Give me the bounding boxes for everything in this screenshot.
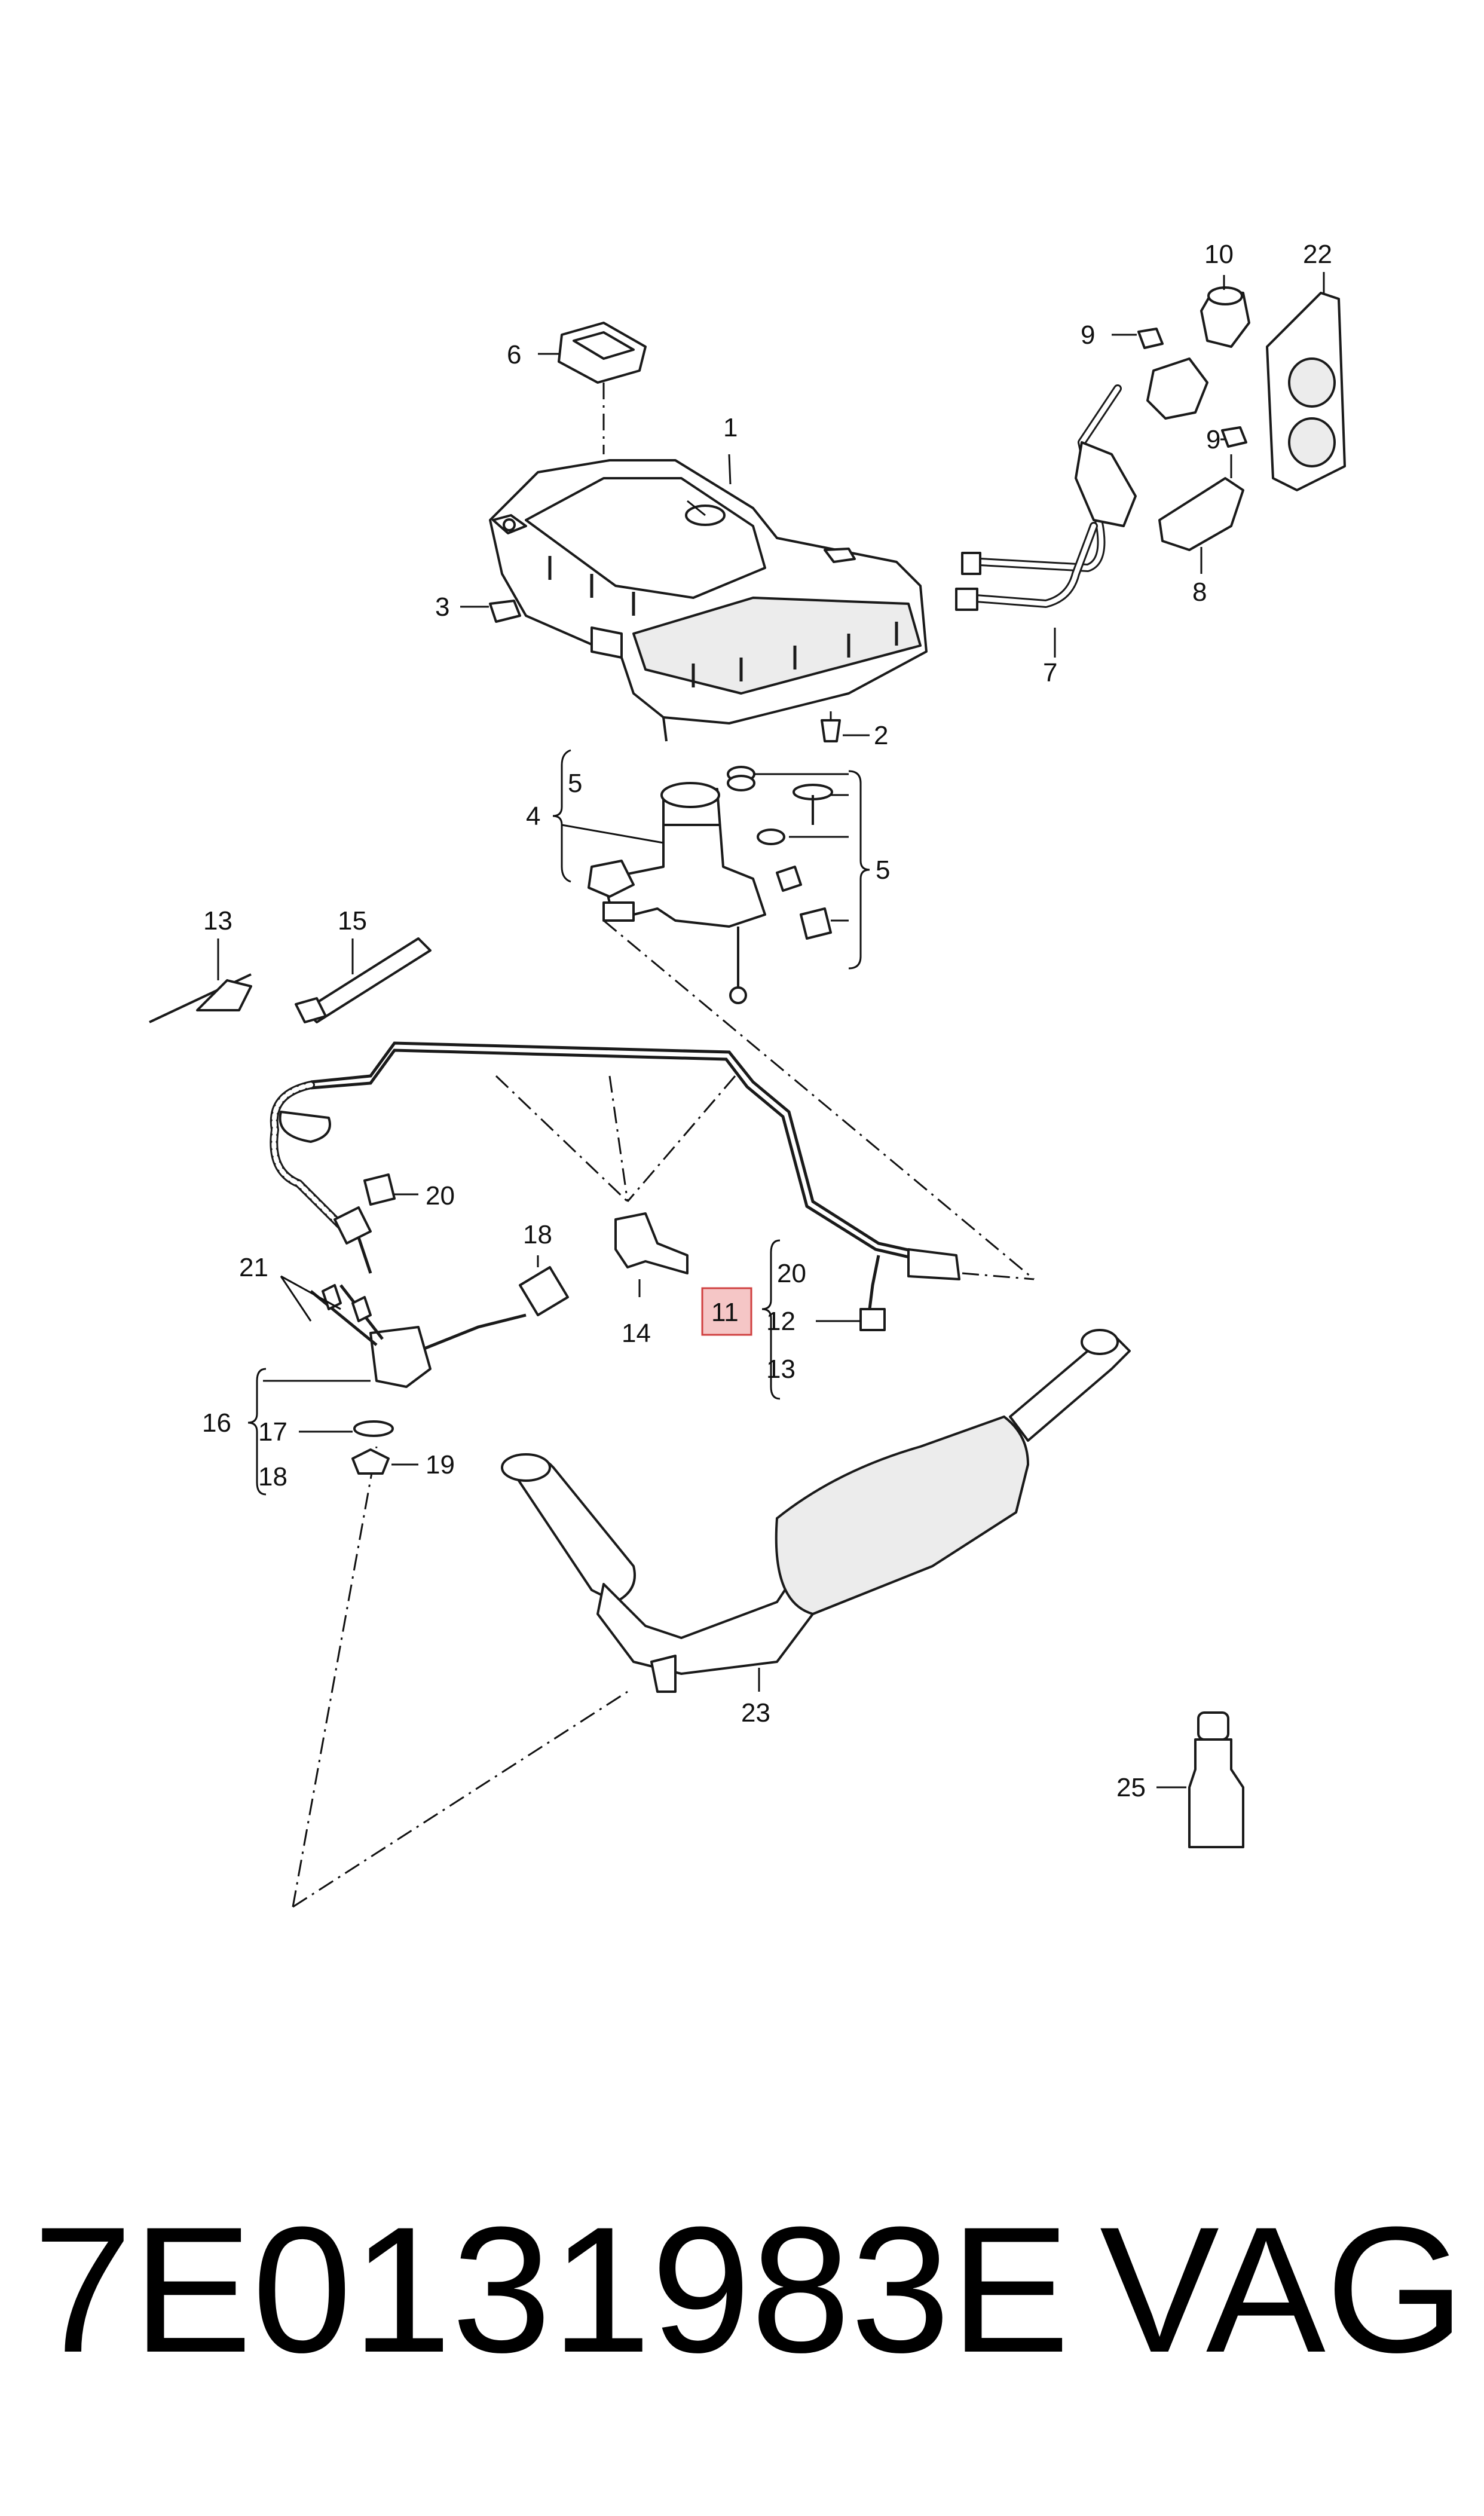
callout-23: 23 (741, 1698, 770, 1728)
part-10-filler-cap (1200, 275, 1250, 348)
callout-12: 12 (766, 1307, 795, 1336)
part-8-bracket (1158, 454, 1244, 574)
callout-17: 17 (258, 1417, 287, 1447)
callout-14: 14 (622, 1319, 651, 1348)
callout-10: 10 (1204, 240, 1234, 269)
part-7-filler-pipe (955, 357, 1208, 658)
callout-9b: 9 (1206, 425, 1220, 454)
callout-21: 21 (239, 1253, 268, 1282)
callout-5a: 5 (568, 769, 582, 798)
callout-20a: 20 (426, 1181, 455, 1210)
part-15-pin (295, 937, 432, 1023)
part-18-connector (418, 1255, 569, 1353)
callout-9a: 9 (1081, 320, 1095, 350)
callout-4: 4 (526, 802, 540, 831)
part-number-label: 7E0131983E (33, 2189, 1070, 2390)
part-3-nut (460, 600, 521, 623)
group-11-bracket (761, 1239, 861, 1400)
callout-3: 3 (435, 592, 449, 622)
part-9-nut-upper (1112, 328, 1164, 349)
callout-22: 22 (1303, 240, 1332, 269)
part-9-nut-lower (1220, 426, 1247, 448)
callout-15: 15 (338, 906, 367, 936)
callout-11: 11 (711, 1298, 739, 1327)
callout-1: 1 (723, 413, 738, 442)
part-1-reservoir-tank (489, 454, 928, 742)
callout-18b: 18 (258, 1462, 287, 1491)
highlight-box-11 (701, 1287, 752, 1336)
group-4-5-brackets (552, 749, 870, 970)
part-11-wiring-harness (270, 1041, 960, 1331)
callout-13b: 13 (766, 1355, 795, 1384)
callout-labels: 1 2 3 4 5 5 6 7 8 9 9 10 11 12 13 13 14 … (202, 240, 1332, 1802)
part-2-bolt (821, 711, 870, 742)
brand-label: VAG (1100, 2189, 1465, 2390)
part-13-pin (149, 938, 252, 1023)
reference-lines (292, 383, 1035, 1908)
part-22-cover-plate (1266, 272, 1346, 491)
callout-20b: 20 (777, 1259, 806, 1288)
part-20-clip (363, 1173, 418, 1206)
callout-8: 8 (1192, 577, 1207, 607)
part-4-pump-unit (588, 782, 766, 1004)
part-14-holder (614, 1212, 689, 1297)
part-5-seals (727, 766, 833, 940)
callout-5b: 5 (876, 855, 890, 885)
callout-7: 7 (1043, 658, 1057, 687)
part-6-bracket (538, 322, 647, 384)
part-16-sensor (247, 1275, 432, 1496)
part-23-exhaust (501, 1329, 1131, 1693)
callout-18a: 18 (523, 1220, 552, 1249)
part-25-bottle (1156, 1711, 1244, 1848)
callout-6: 6 (507, 340, 521, 369)
callout-13a: 13 (203, 906, 232, 936)
callout-25: 25 (1116, 1773, 1146, 1802)
callout-19: 19 (426, 1450, 455, 1479)
callout-16: 16 (202, 1408, 231, 1438)
callout-2: 2 (874, 721, 888, 750)
